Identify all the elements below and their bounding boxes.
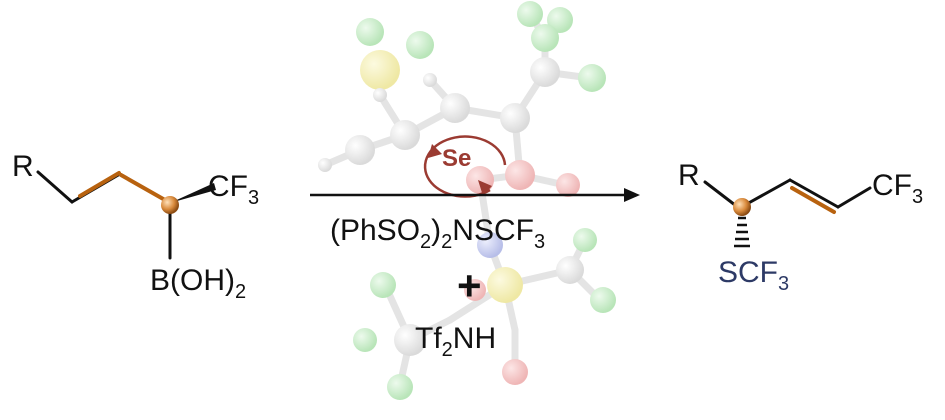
reactant-bond-r (36, 170, 74, 204)
reactant-cf3: CF3 (208, 170, 259, 209)
reactant-boronic-acid: B(OH)2 (150, 264, 246, 303)
product-bond-r (703, 180, 737, 207)
reactant-structure: R CF3 B(OH)2 (12, 150, 259, 303)
catalyst-label: Se (442, 145, 471, 172)
reactant-r-label: R (12, 150, 34, 183)
product-alkene-bond (788, 178, 840, 209)
catalytic-cycle-icon: Se (423, 135, 507, 198)
reactant-alkene-accent (78, 171, 121, 198)
stereocenter-dot-icon (161, 196, 179, 214)
reagent-formula: (PhSO2)2NSCF3 (330, 214, 545, 253)
catalyst-3d-model (318, 1, 616, 400)
plus-sign: + (457, 262, 482, 309)
product-stereocenter-dot-icon (733, 198, 751, 216)
reactant-alkene-accent-2 (119, 173, 167, 202)
product-cf3: CF3 (872, 169, 923, 208)
hashed-bond-icon (734, 216, 750, 248)
product-r-label: R (678, 159, 700, 192)
product-scf3: SCF3 (718, 256, 789, 295)
product-structure: R CF3 SCF3 (678, 159, 923, 295)
wedge-bond-icon (170, 183, 216, 203)
product-bond-allylic (743, 178, 792, 207)
reaction-arrow-icon (310, 188, 640, 202)
product-alkene-accent (790, 186, 836, 214)
product-bond-cf3 (836, 186, 872, 209)
additive-formula: Tf2NH (415, 322, 496, 361)
